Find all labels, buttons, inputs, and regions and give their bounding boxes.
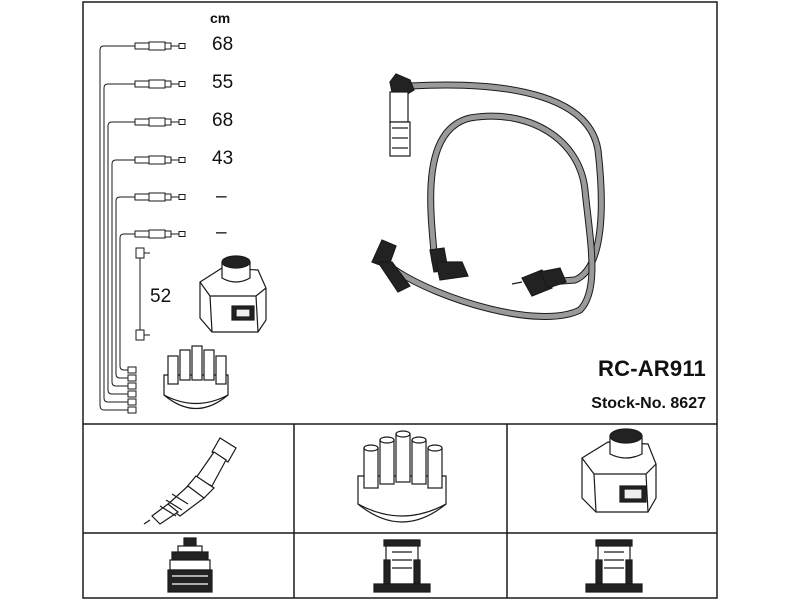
product-code: RC-AR911 [598,356,706,381]
ignition-coil-icon [581,428,657,513]
boot-angled-1 [371,239,411,293]
cable-length-5: – [216,186,227,207]
cable-length-extra: 52 [150,286,172,307]
cable-length-4: 43 [212,148,234,169]
cable-length-6: – [216,222,227,243]
cable-length-2: 55 [212,72,234,93]
cap-connector-icon [373,539,431,593]
boot-straight-terminal [389,73,415,157]
plug-connector-icon [167,537,213,593]
frame [82,1,718,599]
spark-plug-icon [143,437,237,525]
stock-number: Stock-No. 8627 [591,395,706,412]
unit-label: cm [210,10,231,26]
distributor-cap-icon-small [163,345,229,409]
boot-angled-3 [511,267,567,297]
cable-set-drawing [391,81,605,320]
coil-connector-icon [585,539,643,593]
coil-icon-small [199,255,267,333]
cable-length-1: 68 [212,34,234,55]
cable-plugs [134,41,186,239]
cable-length-3: 68 [212,110,234,131]
distributor-cap-icon [357,430,447,523]
boot-angled-2 [429,247,469,281]
cable-schematic [99,45,150,414]
